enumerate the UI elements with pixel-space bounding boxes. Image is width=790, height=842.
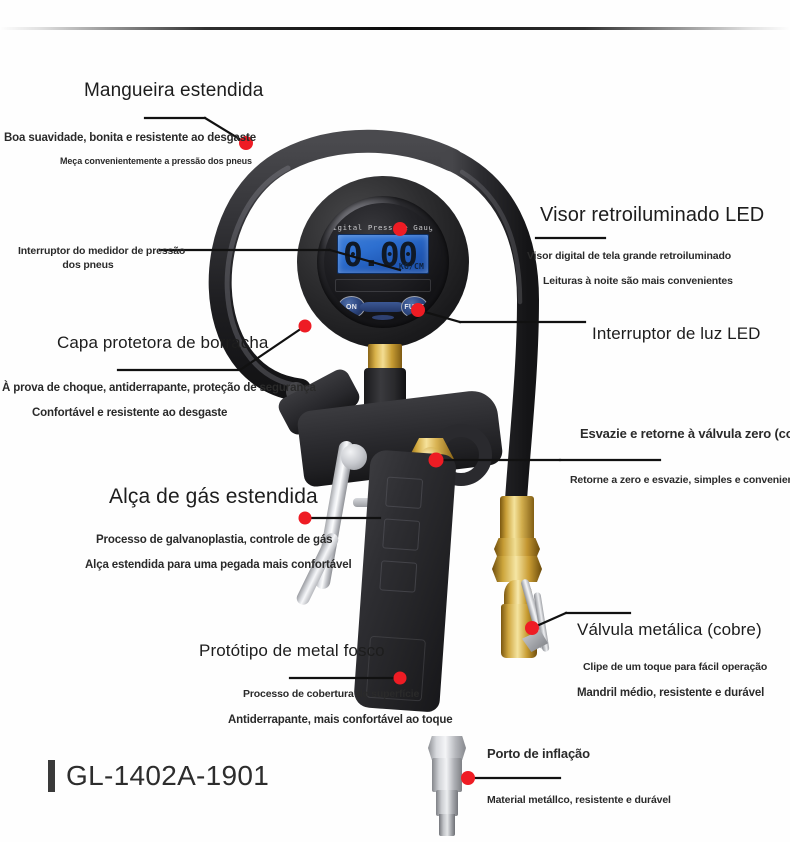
- callout-rubber-cover-sub1: À prova de choque, antiderrapante, prote…: [2, 382, 316, 394]
- model-accent-bar: [48, 760, 55, 792]
- gauge-function-button[interactable]: FUNC: [401, 296, 428, 318]
- callout-inflation-port-sub1: Material metállco, resistente e durável: [487, 794, 671, 806]
- pressure-gauge: Digital Pressure Gauge 0.00 KG/CM ON FUN…: [297, 176, 469, 348]
- gauge-face: Digital Pressure Gauge 0.00 KG/CM ON FUN…: [324, 203, 442, 321]
- gauge-brand-text: Digital Pressure Gauge: [327, 223, 439, 232]
- lcd-unit-label: KG/CM: [398, 262, 424, 271]
- gauge-bezel: Digital Pressure Gauge 0.00 KG/CM ON FUN…: [317, 196, 449, 328]
- top-divider: [0, 27, 790, 30]
- callout-deflate-valve-sub1: Retorne a zero e esvazie, simples e conv…: [570, 474, 790, 486]
- model-badge: GL-1402A-1901: [48, 760, 269, 792]
- button-bridge: [360, 302, 406, 312]
- callout-metal-valve-sub1: Clipe de um toque para fácil operação: [583, 661, 768, 673]
- gun-grip-handle: [353, 449, 457, 713]
- gauge-face-accent: [372, 315, 394, 320]
- callout-led-display-sub2: Leituras à noite são mais convenientes: [543, 275, 733, 287]
- callout-matte-metal-sub1: Processo de cobertura de superfície: [243, 688, 420, 700]
- inflation-port-coupler: [424, 736, 470, 838]
- hose-brass-ferrule: [500, 496, 534, 542]
- callout-gas-handle-sub1: Processo de galvanoplastia, controle de …: [96, 534, 333, 546]
- callout-led-display: Visor retroiluminado LED: [540, 204, 765, 226]
- callout-gas-handle-sub2: Alça estendida para uma pegada mais conf…: [85, 559, 352, 571]
- callout-led-switch: Interruptor de luz LED: [592, 324, 761, 343]
- callout-hose-sub2: Meça convenientemente a pressão dos pneu…: [60, 156, 252, 166]
- callout-matte-metal: Protótipo de metal fosco: [199, 641, 385, 660]
- callout-matte-metal-sub2: Antiderrapante, mais confortável ao toqu…: [228, 714, 453, 726]
- callout-metal-valve: Válvula metálica (cobre): [577, 620, 762, 639]
- gauge-face-slot: [335, 279, 431, 292]
- callout-deflate-valve: Esvazie e retorne à válvula zero (cobre): [580, 426, 790, 441]
- callout-gas-handle: Alça de gás estendida: [109, 485, 318, 508]
- model-number: GL-1402A-1901: [66, 760, 270, 791]
- callout-inflation-port: Porto de inflação: [487, 746, 590, 761]
- callout-rubber-cover: Capa protetora de borracha: [57, 333, 269, 352]
- callout-hose: Mangueira estendida: [84, 80, 264, 101]
- chuck-clip-lever[interactable]: [520, 578, 560, 654]
- brass-hex-nut-lower: [492, 556, 542, 582]
- brass-hex-nut-upper: [494, 538, 540, 560]
- callout-hose-sub1: Boa suavidade, bonita e resistente ao de…: [4, 132, 256, 144]
- gauge-brass-stem: [368, 344, 402, 370]
- lcd-display: 0.00 KG/CM: [337, 234, 429, 274]
- callout-led-display-sub1: Visor digital de tela grande retroilumin…: [527, 250, 731, 262]
- callout-metal-valve-sub2: Mandril médio, resistente e durável: [577, 687, 765, 699]
- callout-pressure-switch: Interruptor do medidor de pressão dos pn…: [18, 245, 186, 272]
- callout-rubber-cover-sub2: Confortável e resistente ao desgaste: [32, 407, 228, 419]
